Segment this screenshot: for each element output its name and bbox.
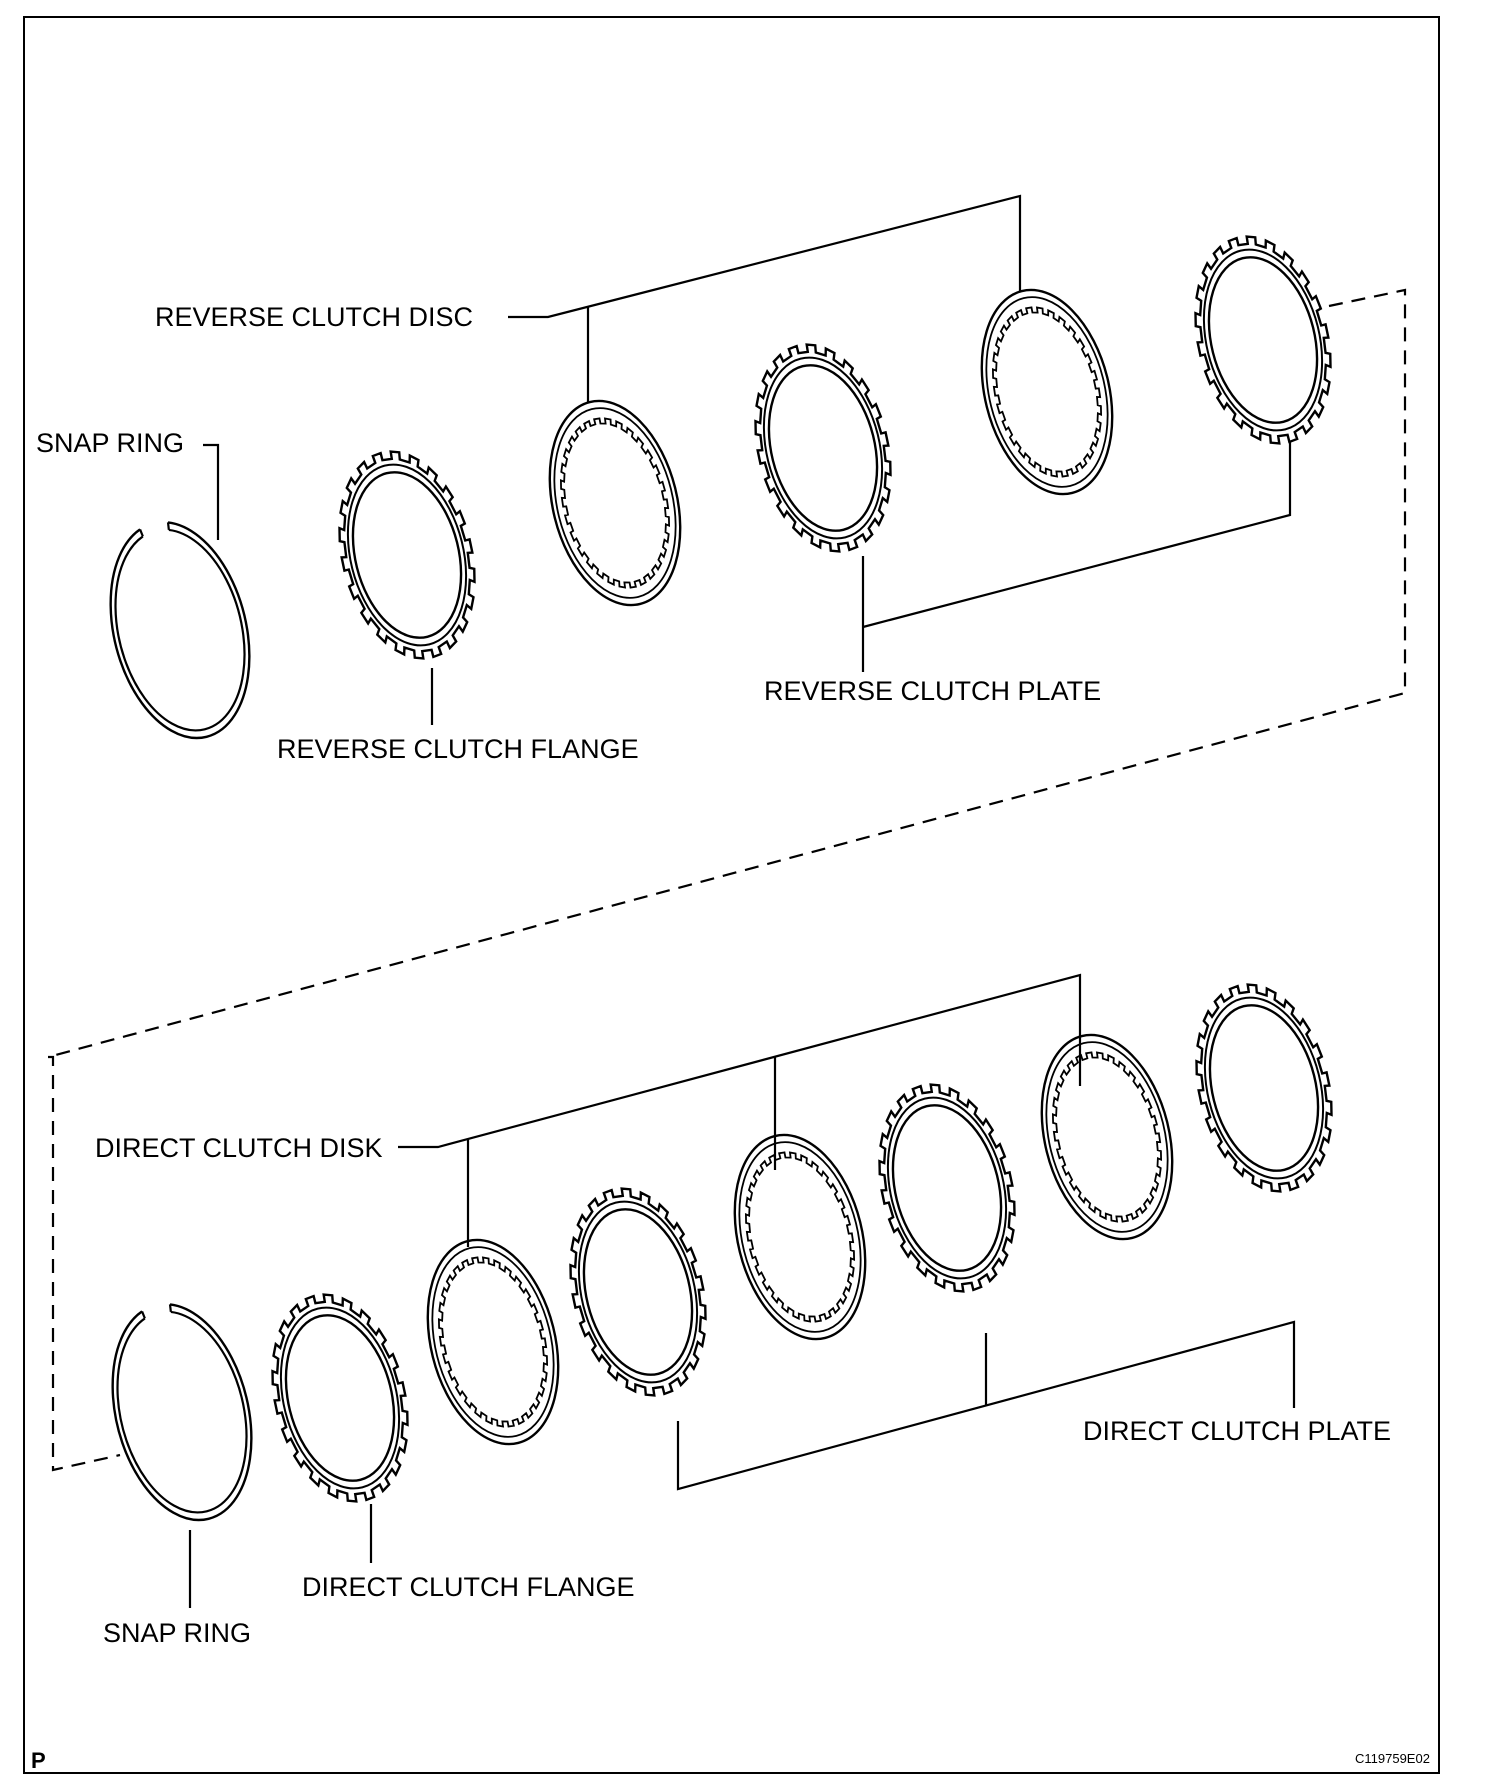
- direct-clutch-flange: [271, 1293, 409, 1503]
- plate-bore: [767, 364, 879, 532]
- snap-ring-end-left: [139, 528, 144, 537]
- diagram-frame: [23, 16, 1440, 1774]
- reverse-clutch-disc-1: [548, 399, 682, 607]
- disc-facing: [553, 407, 677, 599]
- plate-bore: [284, 1314, 396, 1482]
- disc-splines: [1051, 1051, 1163, 1223]
- leader-lines: [47, 194, 1407, 1608]
- plate-bore: [1208, 1004, 1320, 1172]
- leader-upper-snap-ring: [203, 443, 220, 540]
- plate-rim: [346, 463, 468, 647]
- label-lower-snap-ring: SNAP RING: [103, 1618, 251, 1648]
- snap-ring-inner: [114, 528, 246, 732]
- label-layer: SNAP RING REVERSE CLUTCH DISC REVERSE CL…: [31, 302, 1430, 1773]
- direct-clutch-disk-2: [733, 1133, 867, 1341]
- snap-ring-end-left: [141, 1310, 146, 1319]
- snap-ring-outer: [111, 1303, 253, 1522]
- label-direct-clutch-plate: DIRECT CLUTCH PLATE: [1083, 1416, 1391, 1446]
- figure-code: C119759E02: [1355, 1751, 1430, 1766]
- stack-connector-dashed-upper: [47, 288, 1407, 1059]
- snap-ring-end-right: [166, 522, 170, 531]
- plate-bore: [891, 1104, 1003, 1272]
- direct-clutch-disk-1: [426, 1238, 560, 1446]
- disc-splines: [744, 1151, 856, 1323]
- label-reverse-clutch-flange: REVERSE CLUTCH FLANGE: [277, 734, 639, 764]
- disc-facing: [738, 1141, 862, 1333]
- label-reverse-clutch-disc: REVERSE CLUTCH DISC: [155, 302, 473, 332]
- plate-bore: [351, 471, 463, 639]
- disc-facing: [985, 296, 1109, 488]
- label-reverse-clutch-plate: REVERSE CLUTCH PLATE: [764, 676, 1101, 706]
- leader-reverse-clutch-disc: [508, 194, 1022, 319]
- reverse-clutch-flange: [338, 450, 476, 660]
- direct-clutch-disk-3: [1040, 1033, 1174, 1241]
- reverse-clutch-plate-1: [754, 343, 892, 553]
- plate-rim: [279, 1306, 401, 1490]
- label-direct-clutch-flange: DIRECT CLUTCH FLANGE: [302, 1572, 635, 1602]
- leader-direct-clutch-disk: [398, 973, 1082, 1149]
- label-direct-clutch-disk: DIRECT CLUTCH DISK: [95, 1133, 383, 1163]
- label-upper-snap-ring: SNAP RING: [36, 428, 184, 458]
- reverse-clutch-disc-2: [980, 288, 1114, 496]
- disc-splines: [991, 306, 1103, 478]
- stack-connector-dashed-lower: [48, 1055, 121, 1472]
- direct-clutch-plate-2: [878, 1083, 1016, 1293]
- disc-facing: [1045, 1041, 1169, 1233]
- snap-ring-outer: [109, 521, 251, 740]
- upper-snap-ring: [109, 521, 251, 740]
- plate-rim: [577, 1200, 699, 1384]
- plate-rim: [762, 356, 884, 540]
- disc-splines: [559, 417, 671, 589]
- corner-mark: P: [31, 1748, 46, 1773]
- plate-bore: [1207, 256, 1319, 424]
- snap-ring-inner: [116, 1310, 248, 1514]
- reverse-clutch-plate-2: [1194, 235, 1332, 445]
- disc-facing: [431, 1246, 555, 1438]
- lower-snap-ring: [111, 1303, 253, 1522]
- disc-splines: [437, 1256, 549, 1428]
- plate-bore: [582, 1208, 694, 1376]
- parts-layer: [109, 235, 1333, 1522]
- direct-clutch-plate-3: [1195, 983, 1333, 1193]
- snap-ring-end-right: [168, 1304, 172, 1313]
- plate-rim: [886, 1096, 1008, 1280]
- leader-reverse-clutch-plate-branch: [862, 441, 1292, 629]
- direct-clutch-plate-1: [569, 1187, 707, 1397]
